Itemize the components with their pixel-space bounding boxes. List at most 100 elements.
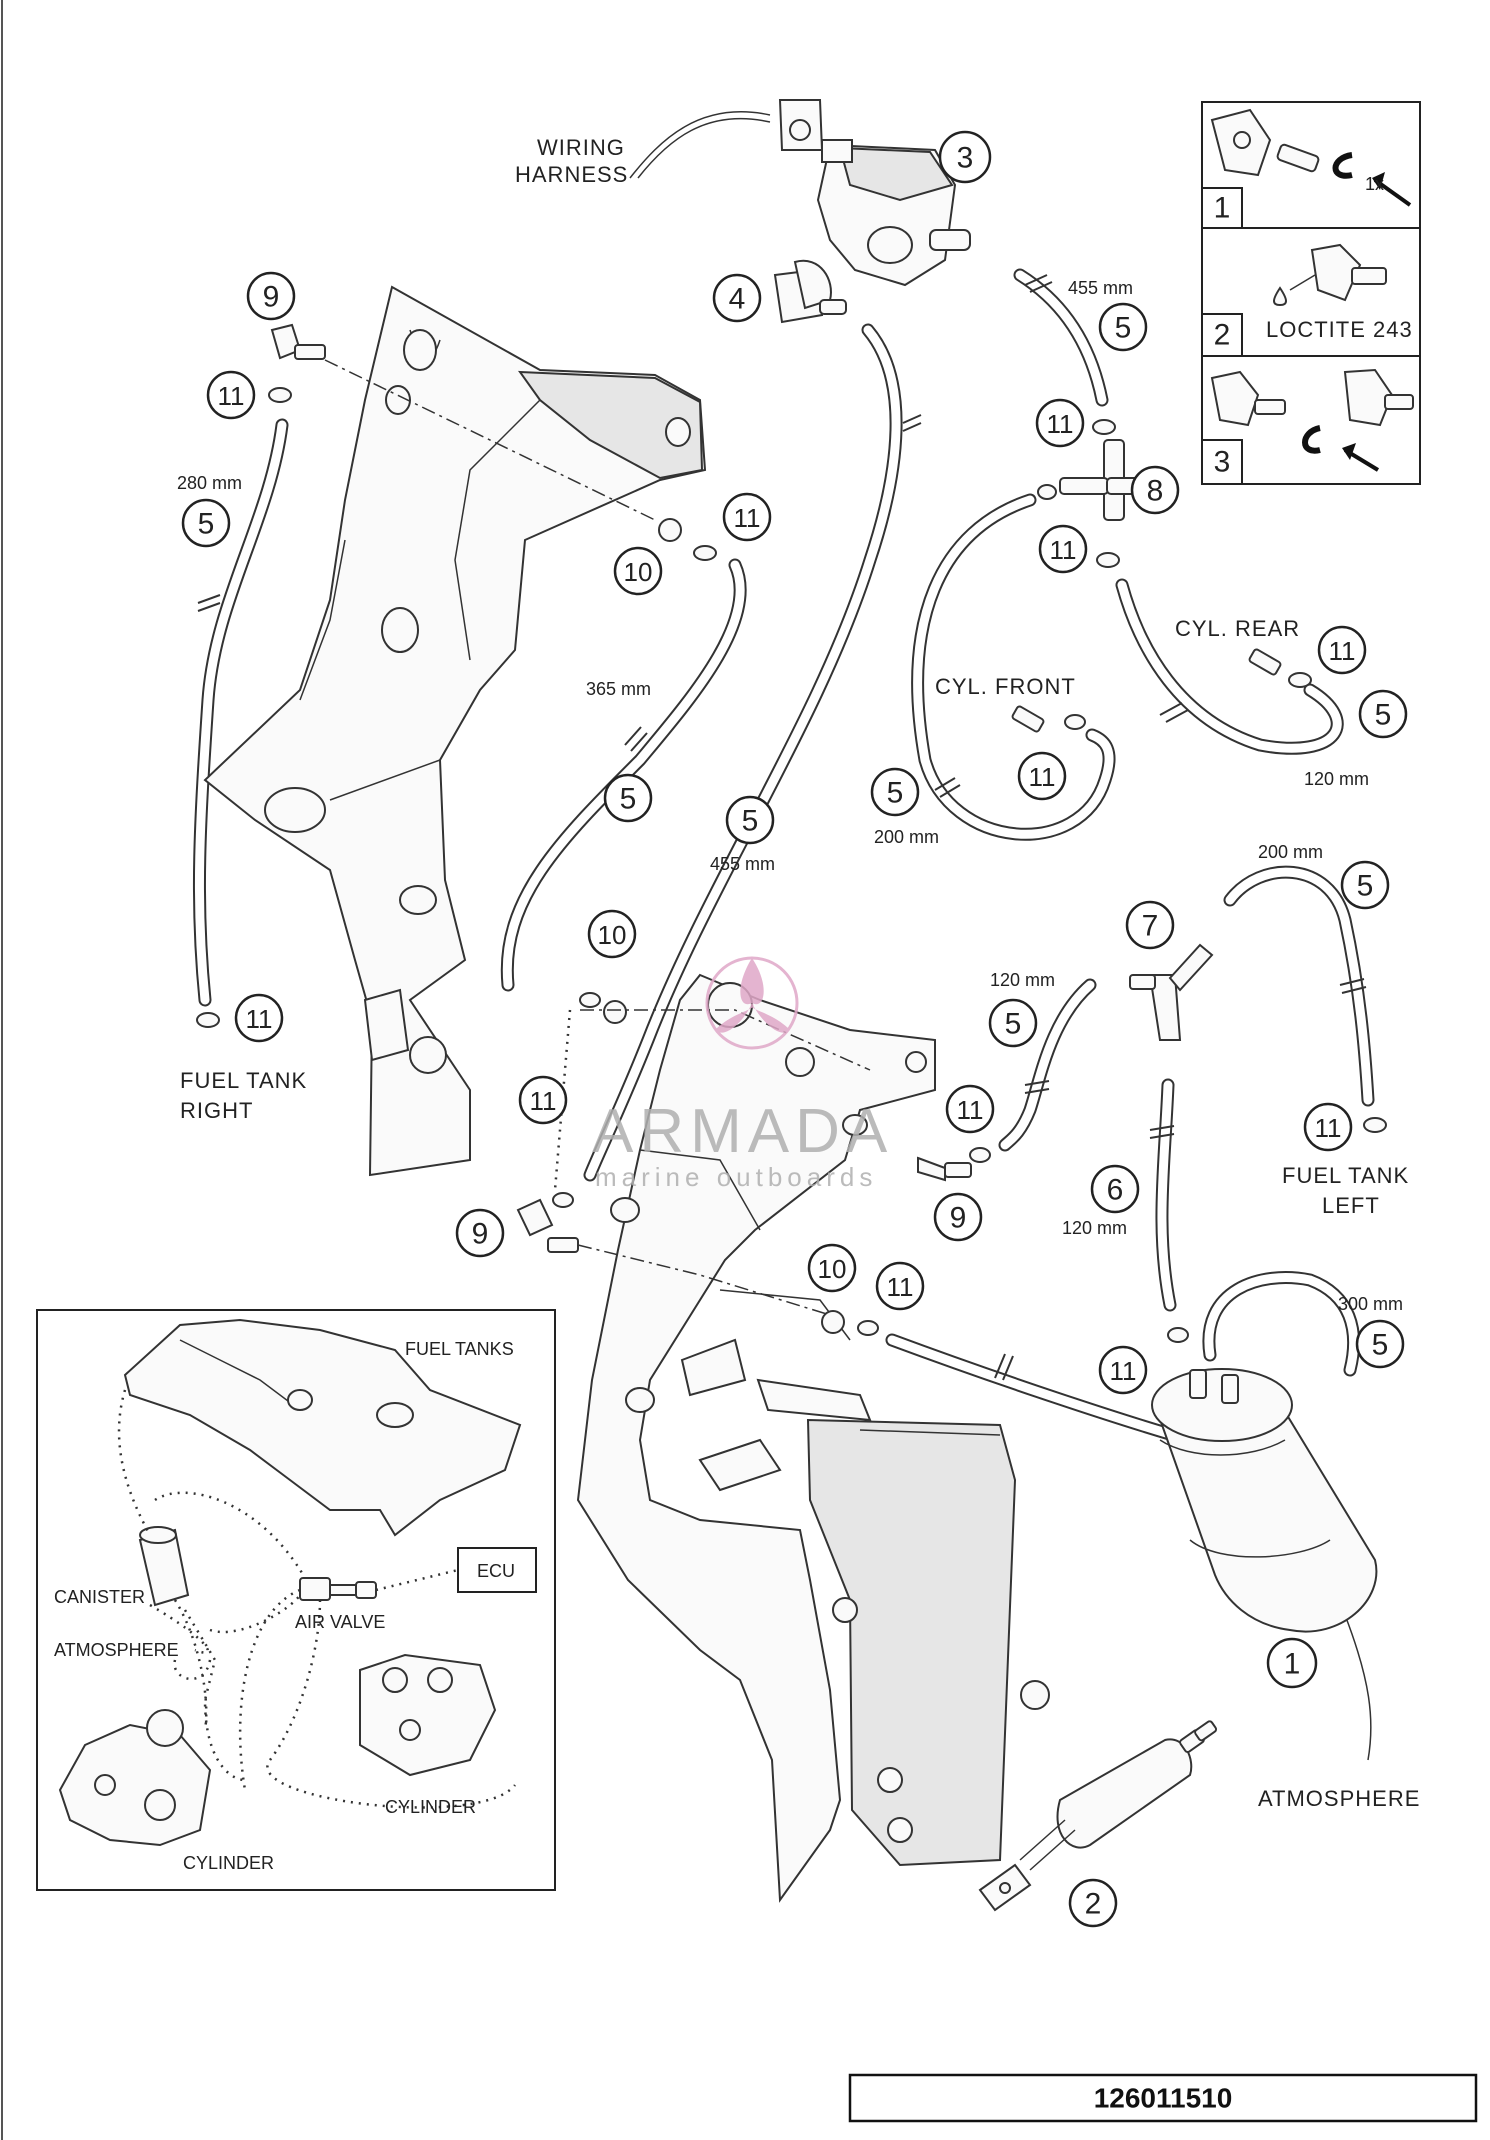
watermark-brand: ARMADA xyxy=(592,1097,893,1166)
callout-c1: 1 xyxy=(1266,1637,1318,1689)
callout-circle xyxy=(1098,302,1148,352)
length-120-hose5: 120 mm xyxy=(990,970,1055,990)
label-cyl-front: CYL. FRONT xyxy=(935,674,1076,699)
step-1: 1 xyxy=(1214,192,1231,225)
callout-c11c: 11 xyxy=(1035,398,1085,448)
callout-circle xyxy=(1098,1345,1148,1395)
callout-circle xyxy=(1340,860,1390,910)
callout-number: 11 xyxy=(1047,409,1074,439)
callout-circle xyxy=(455,1208,505,1258)
callout-c11d: 11 xyxy=(1038,524,1088,574)
callout-number: 5 xyxy=(1357,870,1374,903)
length-120-rear: 120 mm xyxy=(1304,769,1369,789)
callout-circle xyxy=(725,795,775,845)
label-fuel-tank-right-2: RIGHT xyxy=(180,1098,253,1123)
callout-number: 4 xyxy=(729,283,746,316)
callout-circle xyxy=(234,993,284,1043)
filter-part-2 xyxy=(978,1720,1218,1912)
callout-number: 11 xyxy=(734,503,761,533)
valve-part-4 xyxy=(773,259,847,324)
callout-circle xyxy=(1355,1319,1405,1369)
callout-circle xyxy=(945,1084,995,1134)
callout-number: 6 xyxy=(1107,1174,1124,1207)
labels: WIRING HARNESS FUEL TANK RIGHT FUEL TANK… xyxy=(54,135,1420,1873)
label-cyl-rear: CYL. REAR xyxy=(1175,616,1300,641)
label-fuel-tank-left-2: LEFT xyxy=(1322,1193,1380,1218)
callout-number: 11 xyxy=(1029,762,1056,792)
step-3: 3 xyxy=(1214,446,1231,479)
fuel-tank-right xyxy=(203,285,707,1177)
part-number-box: 126011510 xyxy=(848,2073,1478,2123)
callout-c10b: 10 xyxy=(587,909,637,959)
canister-part-1 xyxy=(1151,1368,1378,1633)
callout-c11e: 11 xyxy=(1317,625,1367,675)
callout-c7: 7 xyxy=(1125,900,1175,950)
callout-c11g: 11 xyxy=(234,993,284,1043)
callout-circle xyxy=(1068,1878,1118,1928)
callout-circle xyxy=(1266,1637,1318,1689)
callout-number: 10 xyxy=(624,557,653,587)
label-wiring-harness-1: WIRING xyxy=(537,135,625,160)
callout-circle xyxy=(1090,1164,1140,1214)
length-120-hose6: 120 mm xyxy=(1062,1218,1127,1238)
callout-c11l: 11 xyxy=(1098,1345,1148,1395)
callout-c11f: 11 xyxy=(1017,751,1067,801)
callout-number: 11 xyxy=(1110,1356,1137,1386)
callout-circle xyxy=(603,773,653,823)
callout-c5h: 5 xyxy=(988,998,1038,1048)
callout-number: 5 xyxy=(742,805,759,838)
elbow-part-7 xyxy=(1129,943,1214,1041)
length-365: 365 mm xyxy=(586,679,651,699)
label-loctite: LOCTITE 243 xyxy=(1266,317,1413,342)
callout-c11h: 11 xyxy=(518,1075,568,1125)
callout-circle xyxy=(933,1192,983,1242)
inset-atmosphere: ATMOSPHERE xyxy=(54,1640,179,1660)
callout-circle xyxy=(181,498,231,548)
callout-number: 5 xyxy=(1372,1329,1389,1362)
callout-circle xyxy=(1130,465,1180,515)
callout-number: 9 xyxy=(950,1202,967,1235)
callout-number: 11 xyxy=(530,1086,557,1116)
callout-number: 10 xyxy=(598,920,627,950)
callout-number: 5 xyxy=(1005,1008,1022,1041)
callout-c2: 2 xyxy=(1068,1878,1118,1928)
callout-circle xyxy=(518,1075,568,1125)
callout-c5c: 5 xyxy=(603,773,653,823)
callout-circle xyxy=(870,767,920,817)
label-wiring-harness-2: HARNESS xyxy=(515,162,628,187)
inset-canister: CANISTER xyxy=(54,1587,145,1607)
callout-circle xyxy=(1035,398,1085,448)
callout-number: 5 xyxy=(620,783,637,816)
callout-number: 10 xyxy=(818,1254,847,1284)
callout-c3: 3 xyxy=(938,130,992,184)
callout-circle xyxy=(722,492,772,542)
callout-number: 11 xyxy=(1329,636,1356,666)
length-280: 280 mm xyxy=(177,473,242,493)
callout-c11k: 11 xyxy=(875,1261,925,1311)
length-200-right: 200 mm xyxy=(1258,842,1323,862)
callout-number: 5 xyxy=(1375,699,1392,732)
label-1x: 1x xyxy=(1365,174,1384,194)
callout-c9b: 9 xyxy=(455,1208,505,1258)
callout-number: 9 xyxy=(472,1218,489,1251)
callout-number: 9 xyxy=(263,281,280,314)
callout-number: 11 xyxy=(1315,1113,1342,1143)
label-atmosphere: ATMOSPHERE xyxy=(1258,1786,1420,1811)
part-number: 126011510 xyxy=(1094,2083,1233,2114)
callout-circle xyxy=(875,1261,925,1311)
callout-c5b: 5 xyxy=(181,498,231,548)
inset-ecu: ECU xyxy=(477,1561,515,1581)
inset-fuel-tanks: FUEL TANKS xyxy=(405,1339,514,1359)
callout-circle xyxy=(206,370,256,420)
callout-number: 11 xyxy=(218,381,245,411)
length-455-top: 455 mm xyxy=(1068,278,1133,298)
system-schematic-inset xyxy=(36,1309,556,1891)
callout-c5d: 5 xyxy=(725,795,775,845)
callout-c5a: 5 xyxy=(1098,302,1148,352)
callout-circle xyxy=(1303,1102,1353,1152)
callout-c8: 8 xyxy=(1130,465,1180,515)
hose-break-marks xyxy=(197,274,1367,1381)
callout-number: 5 xyxy=(198,508,215,541)
callout-c5e: 5 xyxy=(870,767,920,817)
